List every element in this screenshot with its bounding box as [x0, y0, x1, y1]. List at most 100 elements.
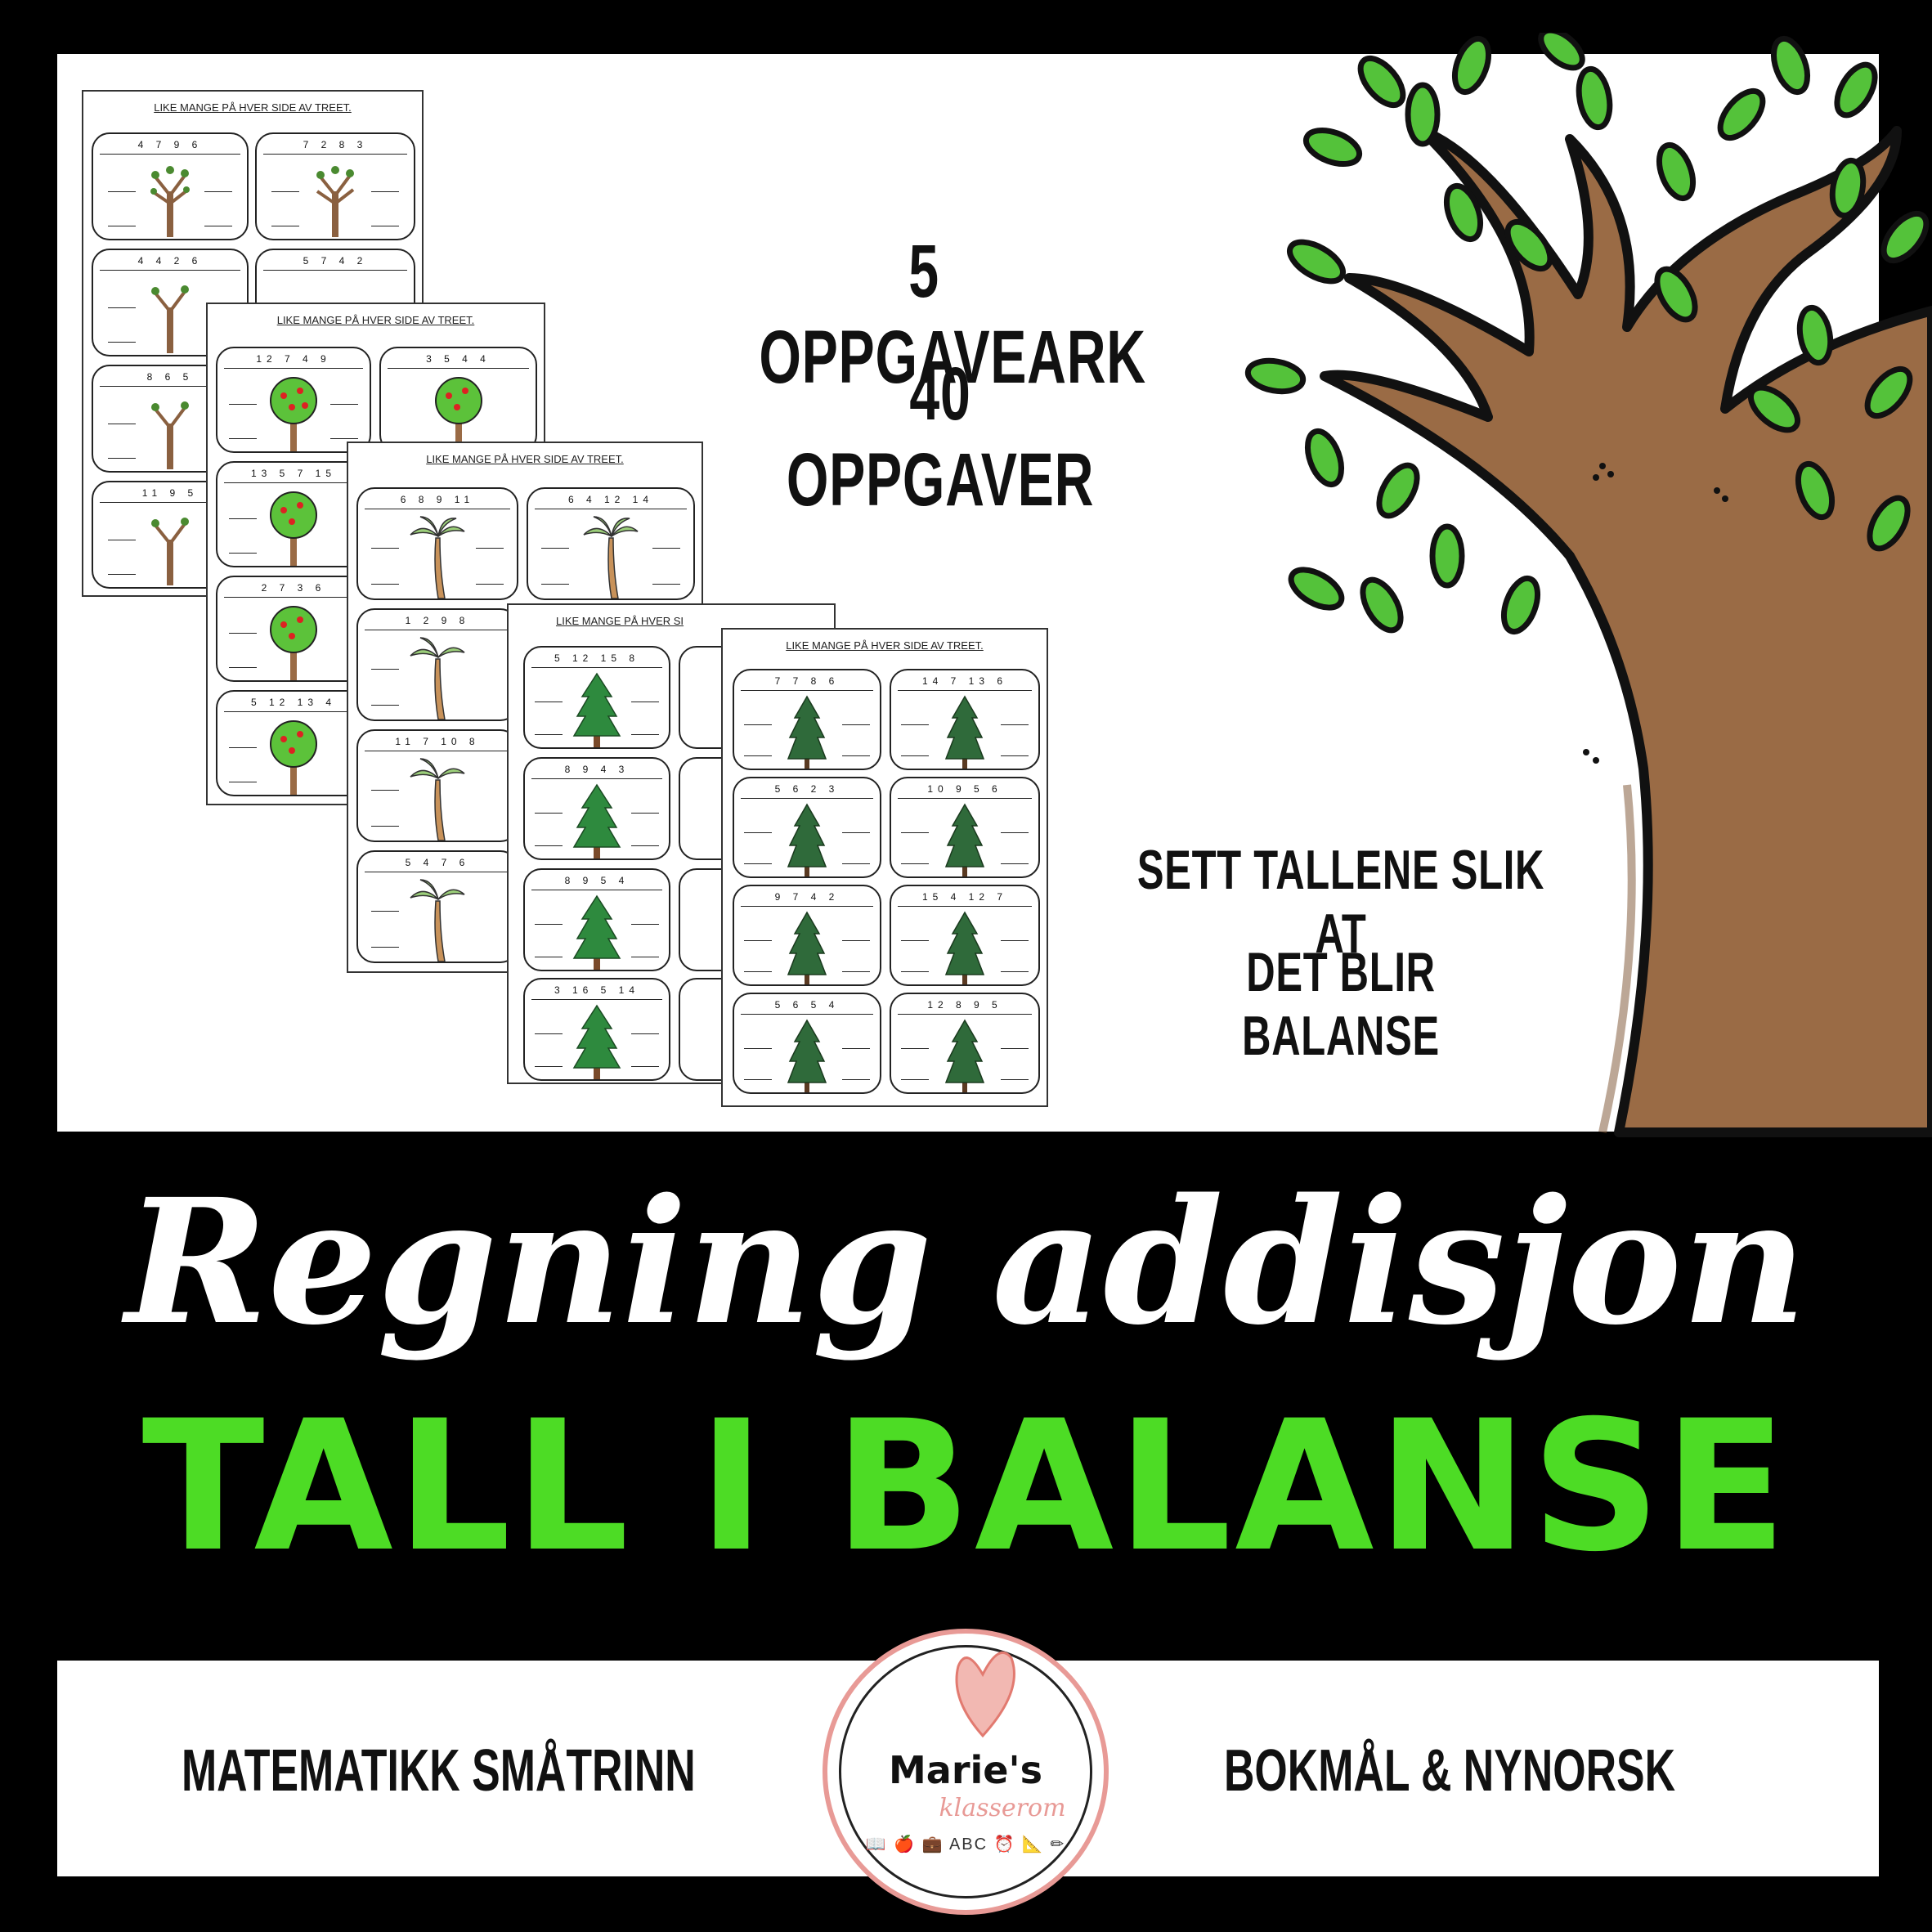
task-numbers: 4 7 9 6 — [137, 139, 203, 150]
pine-tree-icon — [944, 911, 985, 984]
bare-tree-icon — [151, 401, 189, 469]
task-card: 12 8 9 5 — [890, 993, 1040, 1094]
task-card: 3 5 4 4 — [379, 347, 537, 453]
task-numbers: 11 9 5 — [141, 487, 199, 499]
logo-subtitle: klasserom — [939, 1794, 1066, 1822]
instruction-line2: DET BLIR BALANSE — [1242, 941, 1440, 1067]
apple-tree-icon — [270, 491, 317, 566]
pine-tree-icon — [572, 783, 621, 858]
task-card: 4 7 9 6 — [92, 132, 249, 240]
bare-tree-icon — [316, 166, 355, 237]
task-numbers: 6 8 9 11 — [400, 494, 475, 505]
task-numbers: 3 5 4 4 — [426, 353, 491, 365]
bare-tree-icon — [150, 166, 190, 237]
worksheet-title: LIKE MANGE PÅ HVER SIDE AV TREET. — [426, 453, 624, 465]
task-card: 5 6 5 4 — [733, 993, 881, 1094]
pine-tree-icon — [944, 803, 985, 876]
apple-tree-icon — [434, 377, 482, 451]
apple-tree-icon — [270, 606, 317, 680]
task-card: 15 4 12 7 — [890, 885, 1040, 986]
task-numbers: 5 12 13 4 — [250, 697, 337, 708]
pine-tree-icon — [944, 1019, 985, 1092]
task-numbers: 9 7 4 2 — [774, 891, 840, 903]
task-card: 12 7 4 9 — [216, 347, 371, 453]
task-card: 8 9 5 4 — [523, 868, 670, 971]
pine-tree-icon — [944, 695, 985, 769]
footer-left-text: MATEMATIKK SMÅTRINN — [182, 1738, 696, 1804]
task-numbers: 13 5 7 15 — [250, 468, 337, 479]
palm-tree-icon — [410, 516, 465, 598]
big-tree-illustration — [1244, 33, 1932, 1137]
task-numbers: 14 7 13 6 — [921, 675, 1008, 687]
apple-tree-icon — [270, 720, 317, 795]
bare-tree-icon — [151, 518, 189, 585]
task-card: 2 7 3 6 — [216, 576, 371, 682]
task-numbers: 7 2 8 3 — [303, 139, 368, 150]
task-card: 5 12 15 8 — [523, 646, 670, 749]
task-numbers: 11 7 10 8 — [395, 736, 480, 747]
task-card: 3 16 5 14 — [523, 978, 670, 1081]
worksheet-5: LIKE MANGE PÅ HVER SIDE AV TREET. 7 7 8 … — [721, 628, 1048, 1107]
pine-tree-icon — [572, 1004, 621, 1079]
task-numbers: 5 6 2 3 — [774, 783, 840, 795]
task-card: 7 2 8 3 — [255, 132, 415, 240]
task-numbers: 8 9 4 3 — [564, 764, 630, 775]
bare-tree-icon — [151, 285, 189, 353]
brand-logo: Marie's klasserom 📖 🍎 💼 ABC ⏰ 📐 ✏ — [823, 1629, 1109, 1915]
palm-tree-icon — [410, 758, 465, 840]
title-main: TALL I BALANSE — [138, 1378, 1791, 1595]
pine-tree-icon — [787, 1019, 827, 1092]
task-count-text: 40 OPPGAVER — [786, 352, 1095, 522]
task-card: 7 7 8 6 — [733, 669, 881, 770]
task-card: 8 9 4 3 — [523, 757, 670, 860]
palm-tree-icon — [410, 637, 465, 719]
task-card: 14 7 13 6 — [890, 669, 1040, 770]
task-numbers: 1 2 9 8 — [405, 615, 470, 626]
worksheet-title: LIKE MANGE PÅ HVER SIDE AV TREET. — [786, 639, 984, 652]
task-numbers: 5 6 5 4 — [774, 999, 840, 1011]
heart-icon — [955, 1651, 1015, 1738]
palm-tree-icon — [410, 879, 465, 962]
task-numbers: 6 4 12 14 — [567, 494, 654, 505]
task-numbers: 15 4 12 7 — [921, 891, 1008, 903]
task-card: 6 8 9 11 — [356, 487, 518, 600]
footer-right-text: BOKMÅL & NYNORSK — [1224, 1738, 1676, 1804]
sheet-count-text: 5 OPPGAVEARK — [759, 230, 1146, 399]
task-card: 9 7 4 2 — [733, 885, 881, 986]
task-card: 5 4 7 6 — [356, 850, 518, 963]
worksheet-title: LIKE MANGE PÅ HVER SI — [556, 615, 684, 627]
task-numbers: 7 7 8 6 — [774, 675, 840, 687]
task-numbers: 3 16 5 14 — [554, 984, 640, 996]
task-numbers: 10 9 5 6 — [927, 783, 1002, 795]
task-card: 11 7 10 8 — [356, 729, 518, 842]
task-card: 10 9 5 6 — [890, 777, 1040, 878]
task-numbers: 8 9 5 4 — [564, 875, 630, 886]
leaf-cluster — [1244, 33, 1930, 635]
pine-tree-icon — [787, 695, 827, 769]
task-numbers: 2 7 3 6 — [261, 582, 326, 594]
task-numbers: 5 12 15 8 — [554, 652, 640, 664]
task-numbers: 8 6 5 — [146, 371, 194, 383]
task-card: 1 2 9 8 — [356, 608, 518, 721]
pine-tree-icon — [787, 911, 827, 984]
task-numbers: 12 7 4 9 — [256, 353, 331, 365]
task-card: 13 5 7 15 — [216, 461, 371, 567]
task-card: 5 12 13 4 — [216, 690, 371, 796]
task-numbers: 5 7 4 2 — [303, 255, 368, 267]
logo-name: Marie's — [889, 1748, 1042, 1792]
pine-tree-icon — [787, 803, 827, 876]
task-numbers: 4 4 2 6 — [137, 255, 203, 267]
worksheet-title: LIKE MANGE PÅ HVER SIDE AV TREET. — [154, 101, 352, 114]
school-supplies-icons: 📖 🍎 💼 ABC ⏰ 📐 ✏ — [865, 1836, 1066, 1854]
worksheet-title: LIKE MANGE PÅ HVER SIDE AV TREET. — [276, 314, 475, 326]
task-numbers: 12 8 9 5 — [927, 999, 1002, 1011]
pine-tree-icon — [572, 894, 621, 970]
task-card: 6 4 12 14 — [527, 487, 695, 600]
task-numbers: 5 4 7 6 — [405, 857, 470, 868]
palm-tree-icon — [583, 516, 639, 598]
pine-tree-icon — [572, 672, 621, 747]
apple-tree-icon — [270, 377, 317, 451]
instruction-line1: SETT TALLENE SLIK AT — [1136, 839, 1545, 965]
title-script: Regning addisjon — [125, 1161, 1807, 1363]
task-card: 5 6 2 3 — [733, 777, 881, 878]
